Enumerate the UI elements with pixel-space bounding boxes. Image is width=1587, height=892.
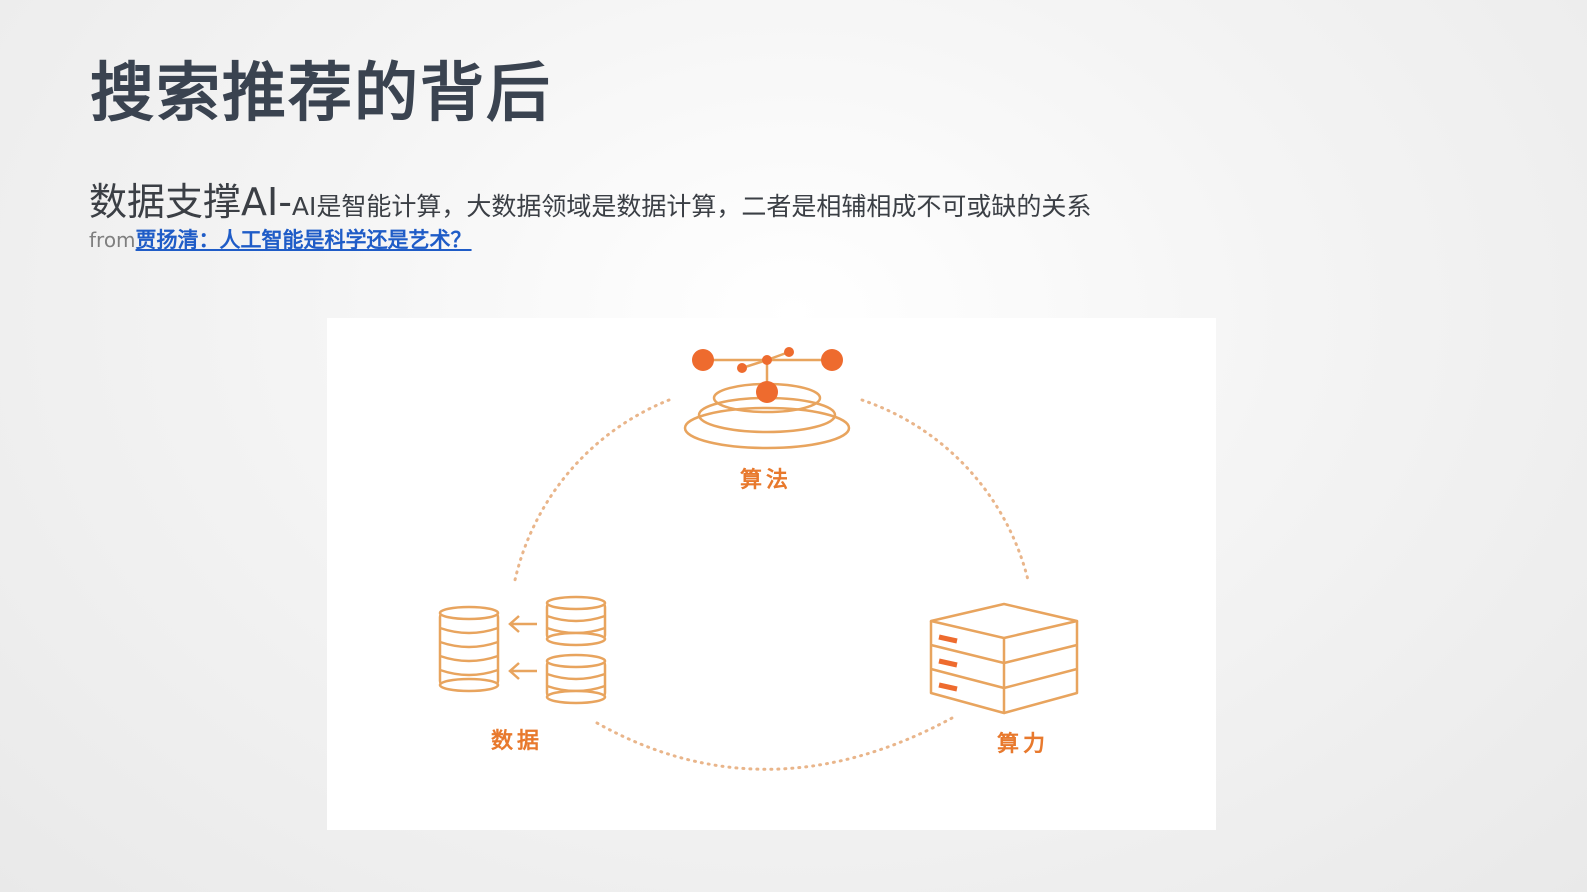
arc-right bbox=[860, 398, 1030, 582]
server-rack-icon bbox=[929, 602, 1079, 715]
diagram-drawing bbox=[438, 347, 1079, 771]
database-stack-icon bbox=[438, 595, 607, 705]
arc-left bbox=[513, 398, 671, 582]
subtitle-detail: AI是智能计算，大数据领域是数据计算，二者是相辅相成不可或缺的关系 bbox=[291, 192, 1092, 221]
subtitle-main: 数据支撑AI- bbox=[89, 180, 292, 224]
slide-subtitle: 数据支撑AI-AI是智能计算，大数据领域是数据计算，二者是相辅相成不可或缺的关系 bbox=[89, 183, 1091, 221]
source-line: from贾扬清：人工智能是科学还是艺术？ bbox=[89, 230, 472, 251]
slide-title: 搜索推荐的背后 bbox=[90, 57, 552, 131]
source-link[interactable]: 贾扬清：人工智能是科学还是艺术？ bbox=[135, 228, 472, 252]
node-label-data: 数据 bbox=[491, 729, 544, 754]
node-label-compute: 算力 bbox=[997, 732, 1050, 757]
arc-bottom bbox=[595, 716, 954, 771]
node-label-algorithm: 算法 bbox=[740, 468, 793, 493]
dotted-cycle bbox=[513, 398, 1030, 771]
diagram-figure: 算法 数据 算力 bbox=[327, 318, 1216, 830]
algorithm-network-icon bbox=[683, 347, 851, 450]
source-prefix: from bbox=[89, 228, 136, 252]
